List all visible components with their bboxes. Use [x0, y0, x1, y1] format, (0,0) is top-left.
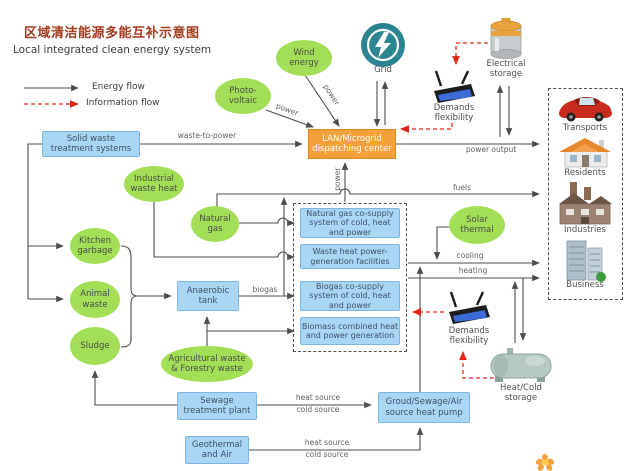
geothermal-line — [249, 427, 424, 451]
pv-power-line — [265, 109, 314, 128]
anaerobic-tank-node: Anaerobic tank — [177, 281, 239, 311]
kitchen-garbage-node: Kitchen garbage — [70, 228, 120, 264]
car-icon — [554, 92, 616, 127]
grid-lightning-icon — [366, 28, 400, 62]
router-icon-bottom — [446, 291, 492, 329]
facility-natural-gas-cchp: Natural gas co-supply system of cold, he… — [300, 208, 400, 238]
heat-cold-storage-label: Heat/Cold storage — [500, 383, 542, 403]
natural-gas-node: Natural gas — [191, 206, 239, 242]
sewage-cold-source-label: cold source — [296, 405, 340, 414]
heat-pump-node: Groud/Sewage/Air source heat pump — [378, 392, 470, 423]
photovoltaic-node: Photo- voltaic — [215, 78, 271, 114]
facility-waste-heat-power: Waste heat power- generation facilities — [300, 244, 400, 269]
waste-to-power-label: waste-to-power — [177, 131, 237, 140]
solar-line — [433, 226, 449, 260]
cooling-label: cooling — [456, 251, 484, 260]
fuels-label: fuels — [453, 183, 471, 192]
legend-energy-label: Energy flow — [92, 82, 145, 92]
grid-label: Grid — [374, 65, 392, 75]
info-flow-lines — [24, 42, 516, 379]
solid-waste-node: Solid waste treatment systems — [42, 131, 140, 157]
facility-biomass-chp: Biomass combined heat and power generati… — [300, 317, 400, 345]
sewage-to-sludge-line — [91, 370, 177, 406]
demands-flexibility-top-label: Demands flexibility — [433, 103, 475, 123]
agricultural-waste-node: Agricultural waste & Forestry waste — [161, 346, 253, 382]
solar-thermal-node: Solar thermal — [449, 206, 505, 244]
consumers-group-box — [548, 88, 623, 300]
wind-energy-node: Wind energy — [276, 40, 332, 76]
wind-power-line — [304, 74, 340, 127]
waste-bracket — [120, 245, 139, 348]
geo-cold-source-label: cold source — [305, 450, 349, 459]
animal-waste-node: Animal waste — [70, 281, 120, 318]
facilities-group-box — [293, 203, 407, 352]
house-icon — [557, 136, 613, 172]
sewage-plant-node: Sewage treatment plant — [177, 392, 257, 420]
solid-waste-feed-line — [27, 143, 42, 299]
power-output-label: power output — [465, 145, 517, 154]
riser-power-label: power — [332, 167, 342, 191]
geo-heat-source-label: heat source — [304, 438, 350, 447]
building-icon — [562, 238, 608, 286]
energy-flow-lines — [24, 74, 540, 451]
lan-dispatching-node: LAN/Microgrid dispatching center — [308, 129, 396, 159]
facility-biogas-cchp: Biogas co-supply system of cold, heat an… — [300, 281, 400, 311]
heating-label: heating — [458, 266, 488, 275]
consumer-residents-label: Residents — [564, 168, 606, 178]
legend-info-label: Information flow — [86, 98, 160, 108]
waste-heat-line — [153, 202, 295, 261]
natural-gas-line — [239, 217, 295, 227]
sewage-heat-source-label: heat source — [295, 393, 341, 402]
factory-icon — [556, 180, 614, 230]
flower-logo-icon — [531, 454, 559, 471]
page-title: 区域清洁能源多能互补示意图 — [24, 26, 200, 41]
geothermal-node: Geothermal and Air — [185, 436, 249, 464]
biogas-label: biogas — [252, 285, 278, 294]
consumer-industries-label: Industries — [564, 225, 606, 235]
industrial-waste-heat-node: Industrial waste heat — [124, 166, 184, 202]
tank-icon — [487, 344, 555, 388]
electrical-storage-label: Electrical storage — [486, 59, 526, 79]
demands-flexibility-bottom-label: Demands flexibility — [448, 326, 490, 346]
router-icon-top — [431, 70, 477, 108]
sludge-node: Sludge — [70, 327, 120, 365]
consumer-transports-label: Transports — [562, 123, 608, 133]
battery-icon — [489, 17, 523, 64]
grid-node — [361, 23, 405, 67]
page-subtitle: Local integrated clean energy system — [13, 44, 212, 56]
consumer-business-label: Business — [566, 280, 604, 290]
fuels-line — [216, 188, 540, 208]
